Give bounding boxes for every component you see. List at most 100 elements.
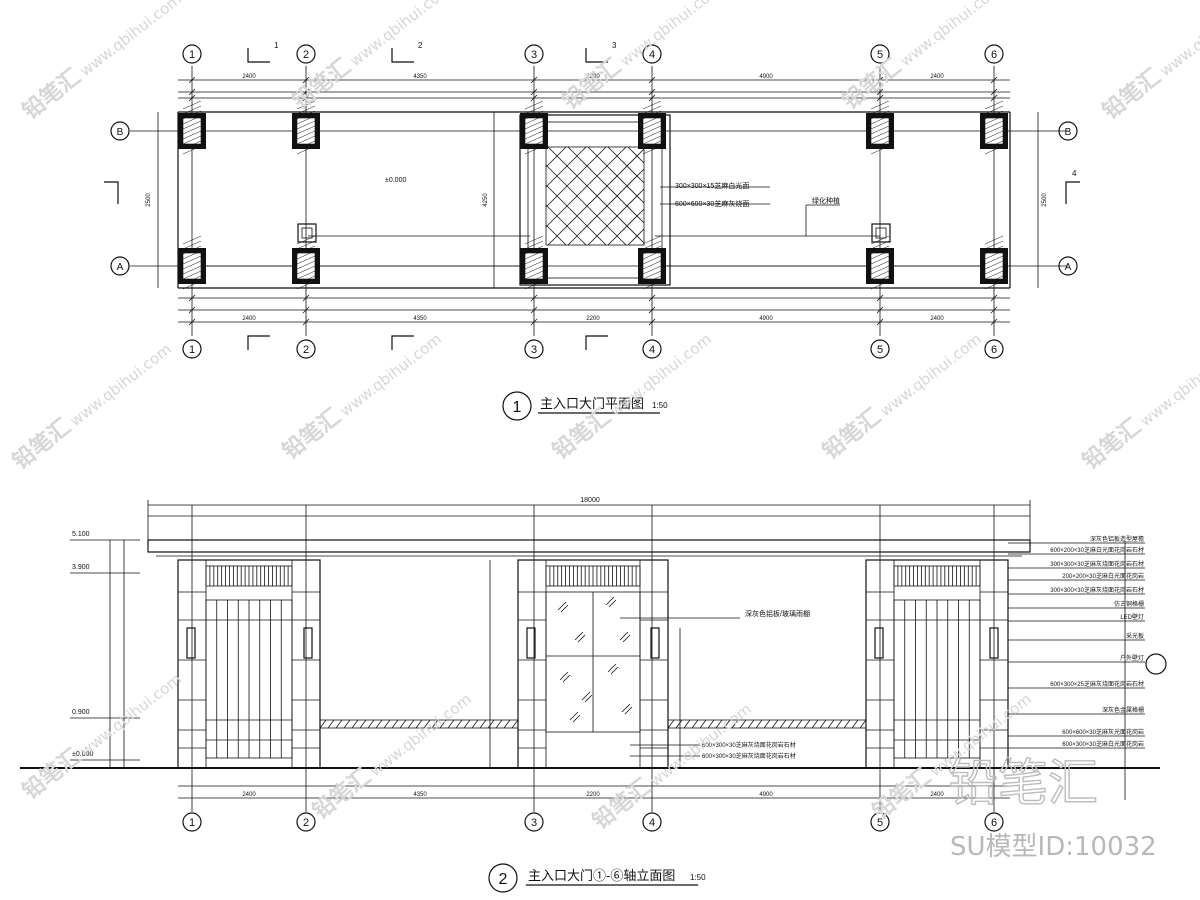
elev-axis-label-3: 3: [531, 817, 537, 829]
plan-column: [980, 100, 1008, 155]
elev-title-number: 2: [499, 871, 508, 888]
plan-title-number: 1: [513, 399, 522, 416]
axis-bubble-top-4: [642, 44, 662, 64]
axis-label-bottom-1: 1: [189, 344, 195, 356]
dim-top-5: 2400: [930, 74, 944, 80]
svg-text:www.qbihui.com: www.qbihui.com: [67, 340, 175, 430]
dim-top-1: 2400: [242, 74, 256, 80]
svg-text:www.qbihui.com: www.qbihui.com: [617, 0, 725, 70]
elev-axis-bubble-2: [296, 812, 316, 832]
svg-text:www.qbihui.com: www.qbihui.com: [897, 0, 1005, 70]
svg-text:www.qbihui.com: www.qbihui.com: [347, 0, 455, 70]
elev-axis-bubble-3: [524, 812, 544, 832]
axis-label-top-5: 5: [877, 49, 883, 61]
dim-bottom-2: 4350: [413, 316, 427, 322]
svg-text:铅笔汇: 铅笔汇: [838, 54, 906, 115]
axis-label-right-A: A: [1065, 262, 1072, 273]
elev-dim-2: 4350: [413, 792, 427, 798]
svg-text:铅笔汇: 铅笔汇: [588, 774, 656, 835]
svg-text:www.qbihui.com: www.qbihui.com: [877, 330, 985, 420]
elev-note-6: 仿古铜格栅: [1114, 600, 1144, 608]
section-mark-4: 4: [1072, 169, 1077, 178]
axis-label-top-2: 2: [303, 49, 309, 61]
elev-dim-3: 2200: [586, 792, 600, 798]
svg-text:www.qbihui.com: www.qbihui.com: [77, 670, 185, 760]
elev-axis-label-6: 6: [991, 817, 997, 829]
model-id-watermark: SU模型ID:10032: [950, 832, 1157, 862]
elev-total-width: 18000: [580, 497, 600, 504]
elev-axis-label-5: 5: [877, 817, 883, 829]
elev-bottom-note-1: 600×300×30芝麻灰烧面花岗岩石材: [702, 741, 796, 749]
axis-bubble-top-5: [870, 44, 890, 64]
plan-title: 主入口大门平面图: [540, 396, 644, 411]
section-mark-2: 2: [418, 41, 423, 50]
elev-note-11: 深灰色金属格栅: [1102, 706, 1144, 714]
axis-bubble-right-B: [1058, 121, 1078, 141]
axis-bubble-top-6: [984, 44, 1004, 64]
axis-label-top-1: 1: [189, 49, 195, 61]
elev-title-circle: [488, 863, 518, 893]
level-3900: 3.900: [72, 564, 90, 571]
axis-label-top-3: 3: [531, 49, 537, 61]
dim-bottom-5: 2400: [930, 316, 944, 322]
plan-level-mark: ±0.000: [385, 177, 406, 184]
svg-text:铅笔汇: 铅笔汇: [8, 414, 76, 475]
plan-column: [178, 235, 206, 290]
axis-bubble-bottom-4: [642, 339, 662, 359]
axis-label-top-6: 6: [991, 49, 997, 61]
section-mark-1: 1: [274, 41, 279, 50]
elev-bottom-note-2: 600×300×30芝麻灰烧面花岗岩石材: [702, 752, 796, 760]
svg-text:www.qbihui.com: www.qbihui.com: [1137, 340, 1200, 430]
plan-column: [520, 235, 548, 290]
axis-bubble-left-B: [110, 121, 130, 141]
plan-column: [520, 100, 548, 155]
elev-dim-4: 4900: [759, 792, 773, 798]
section-mark-3: 3: [612, 41, 617, 50]
svg-text:铅笔汇: 铅笔汇: [308, 764, 376, 825]
dim-side-left: 2500: [146, 193, 152, 207]
level-0000: ±0.000: [72, 751, 93, 758]
svg-text:www.qbihui.com: www.qbihui.com: [367, 690, 475, 780]
axis-bubble-bottom-6: [984, 339, 1004, 359]
plan-note-tile-white: 300×300×15芝麻白光面: [675, 181, 749, 190]
elev-note-5: 300×300×30芝麻灰烧面花岗岩石材: [1050, 586, 1144, 594]
dim-bottom-4: 4900: [759, 316, 773, 322]
dim-top-2: 4350: [413, 74, 427, 80]
svg-text:www.qbihui.com: www.qbihui.com: [1157, 0, 1200, 80]
elev-note-9: 户外壁灯: [1120, 654, 1144, 662]
elev-axis-label-1: 1: [189, 817, 195, 829]
elev-note-1: 深灰色铝板造型屋檐: [1090, 535, 1144, 543]
plan-title-circle: [502, 391, 532, 421]
plan-column: [866, 235, 894, 290]
svg-text:铅笔汇: 铅笔汇: [818, 404, 886, 465]
plan-column: [292, 235, 320, 290]
elev-axis-label-4: 4: [649, 817, 655, 829]
axis-bubble-left-A: [110, 256, 130, 276]
elev-axis-bubble-5: [870, 812, 890, 832]
elev-axis-bubble-1: [182, 812, 202, 832]
plan-labels: ±0.000 300×300×15芝麻白光面 600×600×30芝麻灰烧面 绿…: [117, 41, 1077, 421]
svg-text:铅笔汇: 铅笔汇: [1098, 64, 1166, 125]
elev-note-3: 300×300×30芝麻灰烧面花岗岩石材: [1050, 560, 1144, 568]
svg-text:www.qbihui.com: www.qbihui.com: [77, 0, 185, 80]
axis-label-left-A: A: [117, 262, 124, 273]
axis-label-left-B: B: [117, 127, 124, 138]
elev-dim-1: 2400: [242, 792, 256, 798]
dim-bottom-1: 2400: [242, 316, 256, 322]
elev-axis-bubble-6: [984, 812, 1004, 832]
axis-label-right-B: B: [1065, 127, 1072, 138]
plan-column: [638, 235, 666, 290]
axis-bubble-top-2: [296, 44, 316, 64]
elev-note-13: 600×300×30芝麻白光面花岗岩: [1062, 740, 1144, 748]
plan-column: [866, 100, 894, 155]
axis-bubble-top-1: [182, 44, 202, 64]
axis-bubble-bottom-2: [296, 339, 316, 359]
axis-bubble-bottom-5: [870, 339, 890, 359]
